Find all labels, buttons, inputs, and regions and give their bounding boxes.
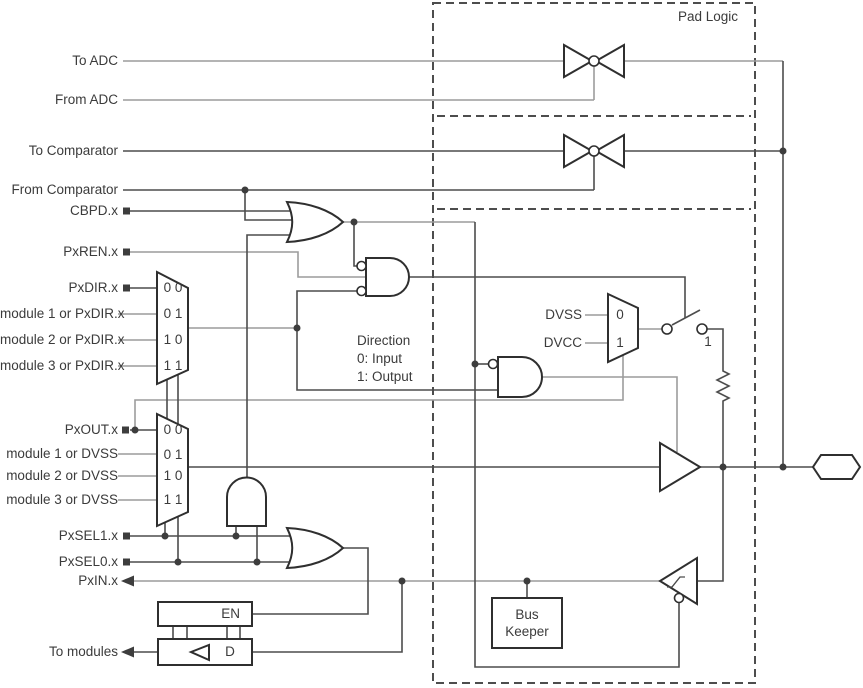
and-gate-driver-enable bbox=[487, 356, 543, 398]
direction-mux-row-10: 1 0 bbox=[163, 332, 183, 347]
pull-mux-label-dvcc: DVCC bbox=[543, 335, 582, 350]
and-gate-resistor-enable bbox=[356, 257, 410, 297]
pull-mux-label-dvss: DVSS bbox=[545, 307, 582, 322]
comparator-transmission-gate-icon bbox=[563, 133, 625, 169]
pad-hexagon-icon bbox=[811, 454, 862, 480]
pad-logic-dashed-box bbox=[432, 2, 756, 684]
or-gate-port-disable bbox=[285, 200, 345, 244]
pull-resistor bbox=[715, 366, 731, 410]
junction-dots bbox=[131, 147, 787, 585]
direction-note: Direction 0: Input 1: Output bbox=[357, 333, 413, 384]
bus-keeper-label: Bus Keeper bbox=[505, 607, 549, 639]
signal-label-to-adc: To ADC bbox=[72, 53, 118, 68]
signal-label-pxin: PxIN.x bbox=[78, 573, 118, 588]
signal-label-pxren: PxREN.x bbox=[63, 244, 118, 259]
signal-label-from-comparator: From Comparator bbox=[11, 182, 118, 197]
signal-label-pxsel0: PxSEL0.x bbox=[58, 554, 118, 569]
resistor-switch-icon bbox=[661, 309, 708, 335]
and-gate-pxsel bbox=[226, 476, 267, 527]
direction-mux-row-11: 1 1 bbox=[163, 358, 183, 373]
pad-logic-title: Pad Logic bbox=[677, 9, 738, 24]
pull-mux-row-0: 0 bbox=[616, 307, 624, 322]
direction-mux-row-00: 0 0 bbox=[163, 280, 183, 295]
output-mux-row-01: 0 1 bbox=[163, 447, 183, 462]
bus-keeper-box bbox=[491, 597, 563, 649]
wires-dark bbox=[123, 61, 813, 668]
latch-d-label: D bbox=[225, 644, 235, 659]
signal-label-cbpd: CBPD.x bbox=[69, 203, 118, 218]
pull-mux-row-1: 1 bbox=[616, 335, 624, 350]
output-mux-row-00: 0 0 bbox=[163, 422, 183, 437]
signal-label-from-adc: From ADC bbox=[54, 92, 118, 107]
signal-label-out-mod3: module 3 or DVSS bbox=[6, 492, 118, 507]
wires-gray bbox=[118, 60, 783, 582]
signal-label-to-comparator: To Comparator bbox=[28, 143, 118, 158]
output-mux-row-10: 1 0 bbox=[163, 468, 183, 483]
clock-triangle-icon bbox=[188, 643, 210, 662]
signal-label-dir-mod2: module 2 or PxDIR.x bbox=[0, 332, 125, 347]
adc-transmission-gate-icon bbox=[563, 43, 625, 79]
latch-en-label: EN bbox=[221, 606, 240, 621]
signal-label-dir-mod1: module 1 or PxDIR.x bbox=[0, 306, 125, 321]
to-modules-arrow-icon bbox=[121, 646, 134, 658]
input-latch-en-box bbox=[157, 601, 253, 627]
pxin-arrow-icon bbox=[121, 575, 134, 587]
register-bit-markers bbox=[122, 207, 130, 566]
signal-label-dir-mod3: module 3 or PxDIR.x bbox=[0, 358, 125, 373]
signal-label-out-mod1: module 1 or DVSS bbox=[6, 446, 118, 461]
signal-label-pxdir: PxDIR.x bbox=[68, 280, 118, 295]
input-schmitt-trigger-icon bbox=[658, 556, 698, 606]
direction-mux-row-01: 0 1 bbox=[163, 306, 183, 321]
signal-label-pxout: PxOUT.x bbox=[64, 422, 118, 437]
direction-mux bbox=[156, 270, 189, 386]
output-mux-row-11: 1 1 bbox=[163, 492, 183, 507]
resistor-switch-label: 1 bbox=[704, 334, 712, 349]
output-mux bbox=[156, 412, 189, 528]
input-latch-d-box bbox=[157, 638, 253, 666]
output-buffer-icon bbox=[659, 441, 702, 493]
signal-label-pxsel1: PxSEL1.x bbox=[58, 528, 118, 543]
pullup-pulldown-mux bbox=[607, 292, 639, 364]
signal-label-out-mod2: module 2 or DVSS bbox=[6, 468, 118, 483]
or-gate-pxsel bbox=[285, 526, 345, 570]
signal-label-to-modules: To modules bbox=[48, 644, 118, 659]
